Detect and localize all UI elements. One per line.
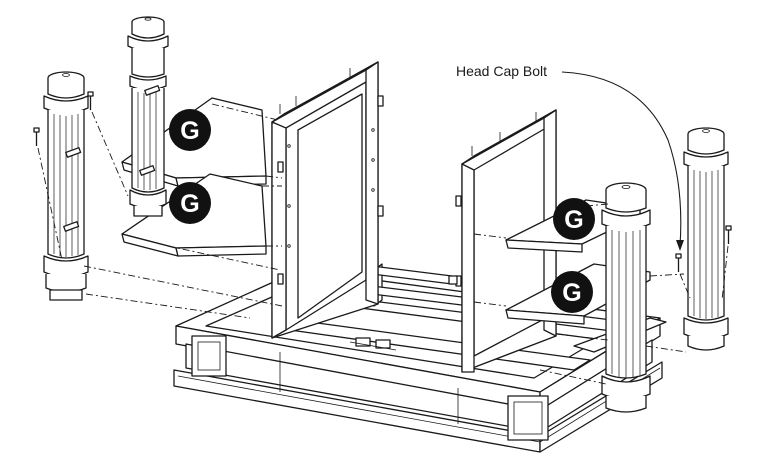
callout-label: Head Cap Bolt	[456, 63, 547, 79]
part-badge-g-1: G	[169, 109, 211, 151]
bolt-right-1	[675, 253, 682, 272]
part-badge-g-3: G	[553, 198, 595, 240]
badge-label: G	[562, 279, 581, 307]
badge-label: G	[564, 206, 583, 234]
bolt-left-2	[33, 127, 40, 146]
head-cap-bolt-callout: Head Cap Bolt	[456, 63, 684, 251]
headboard-panel	[271, 61, 384, 339]
bolt-right-2	[725, 225, 732, 244]
post-back-right	[683, 127, 729, 351]
part-badge-g-4: G	[551, 271, 593, 313]
part-badge-g-2: G	[169, 182, 211, 224]
callout-arrowhead-icon	[676, 240, 684, 251]
bolt-left-1	[87, 91, 94, 110]
post-back-left	[127, 16, 169, 217]
post-front-left	[43, 71, 89, 301]
table-apron-frame	[173, 263, 663, 453]
badge-label: G	[180, 190, 199, 218]
post-front-right	[601, 182, 651, 413]
badge-label: G	[180, 117, 199, 145]
